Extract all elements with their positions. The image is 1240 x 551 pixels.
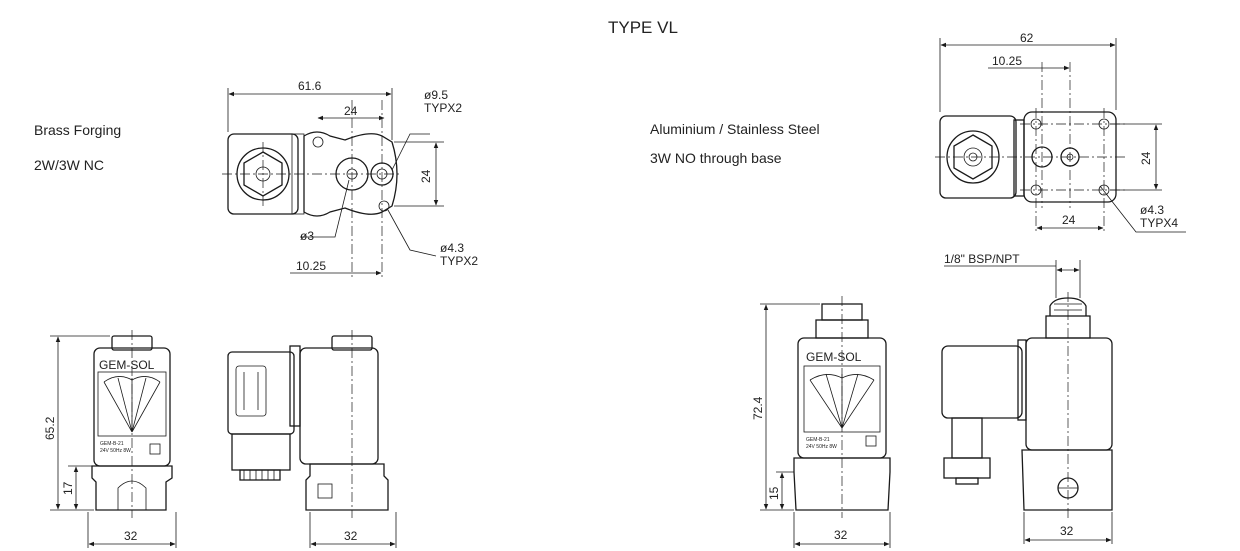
right-front-width-dim: 32 xyxy=(834,528,848,542)
right-front-nameplate-line1: GEM-B-21 xyxy=(806,437,830,443)
left-side-width-dim: 32 xyxy=(344,529,358,543)
right-front-brand-label: GEM-SOL xyxy=(806,350,862,364)
right-front-view xyxy=(760,296,891,548)
right-side-width-dim: 32 xyxy=(1060,524,1074,538)
left-front-width-dim: 32 xyxy=(124,529,138,543)
left-front-height-base-dim: 17 xyxy=(61,481,75,495)
right-side-thread-dim: 1/8" BSP/NPT xyxy=(944,252,1020,266)
left-top-offset-dim: 10.25 xyxy=(296,259,326,273)
right-front-height-base-dim: 15 xyxy=(767,486,781,500)
drawing-title: TYPE VL xyxy=(608,18,678,37)
right-side-view xyxy=(941,260,1113,544)
left-front-height-total-dim: 65.2 xyxy=(43,416,57,440)
left-top-hole-count: TYPX2 xyxy=(440,254,478,268)
right-function-label: 3W NO through base xyxy=(650,150,782,166)
right-top-hole-count: TYPX4 xyxy=(1140,216,1178,230)
left-side-view xyxy=(227,330,397,548)
right-top-offset-dim: 10.25 xyxy=(992,54,1022,68)
left-top-view xyxy=(222,88,444,280)
left-top-hole-dia: ø4.3 xyxy=(440,241,464,255)
right-material-label: Aluminium / Stainless Steel xyxy=(650,121,820,137)
left-top-pitch-dim: 24 xyxy=(344,104,358,118)
right-front-nameplate-line2: 24V 50Hz 8W xyxy=(806,444,837,450)
right-top-hole-dia: ø4.3 xyxy=(1140,203,1164,217)
left-function-label: 2W/3W NC xyxy=(34,157,104,173)
right-top-view xyxy=(935,38,1186,233)
left-front-nameplate-line2: 24V 50Hz 8W xyxy=(100,448,131,454)
left-top-port-count: TYPX2 xyxy=(424,101,462,115)
left-top-width-dim: 61.6 xyxy=(298,79,322,93)
left-top-height-dim: 24 xyxy=(419,169,433,183)
left-front-view xyxy=(50,330,177,548)
right-top-pitch-dim: 24 xyxy=(1062,213,1076,227)
right-front-height-total-dim: 72.4 xyxy=(751,396,765,420)
right-top-width-dim: 62 xyxy=(1020,31,1034,45)
left-top-port-dia: ø9.5 xyxy=(424,88,448,102)
left-material-label: Brass Forging xyxy=(34,122,121,138)
right-top-height-dim: 24 xyxy=(1139,151,1153,165)
left-front-nameplate-line1: GEM-B-21 xyxy=(100,441,124,447)
left-front-brand-label: GEM-SOL xyxy=(99,358,155,372)
left-top-bore-dim: ø3 xyxy=(300,229,314,243)
